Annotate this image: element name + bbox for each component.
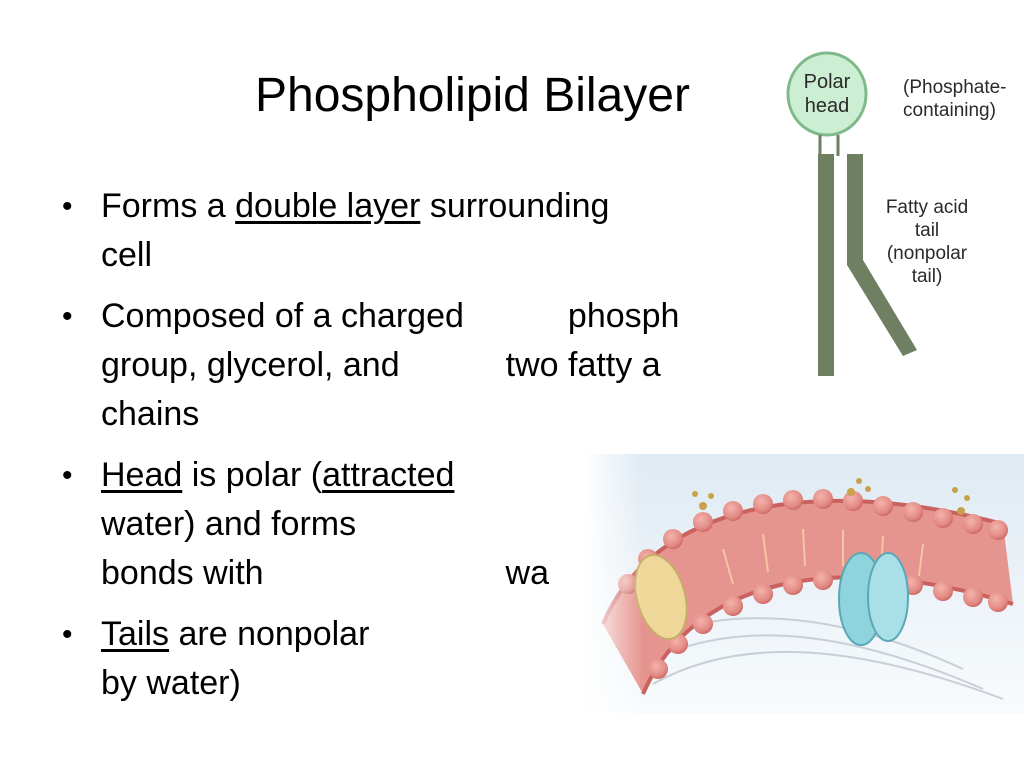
bullet-dot-icon: • bbox=[62, 618, 73, 651]
underlined-term: Head bbox=[101, 456, 183, 494]
underlined-term: attracted bbox=[322, 456, 455, 494]
bullet-item: • Head is polar (attracted water) and fo… bbox=[60, 451, 780, 598]
bullet-item: • Tails are nonpolar by water) bbox=[60, 610, 780, 708]
bullet-dot-icon: • bbox=[62, 459, 73, 492]
membrane-illustration bbox=[583, 454, 1024, 713]
fatty-acid-tail-label: Fatty acid tail (nonpolar tail) bbox=[885, 197, 969, 287]
phosphate-label: (Phosphate- containing) bbox=[903, 77, 1007, 121]
bullet-dot-icon: • bbox=[62, 190, 73, 223]
underlined-term: double layer bbox=[235, 187, 421, 225]
lipid-bilayer-drawing bbox=[583, 454, 1024, 713]
phospholipid-diagram: Polar head (Phosphate- containing) Fatty… bbox=[780, 50, 1024, 390]
bullet-list: • Forms a double layer surrounding cell … bbox=[60, 182, 780, 720]
slide-title: Phospholipid Bilayer bbox=[255, 69, 690, 122]
bullet-item: • Forms a double layer surrounding cell bbox=[60, 182, 780, 280]
underlined-term: Tails bbox=[101, 615, 170, 653]
bullet-dot-icon: • bbox=[62, 300, 73, 333]
polar-head-label: Polar head bbox=[803, 71, 851, 117]
phospholipid-drawing bbox=[786, 51, 917, 376]
